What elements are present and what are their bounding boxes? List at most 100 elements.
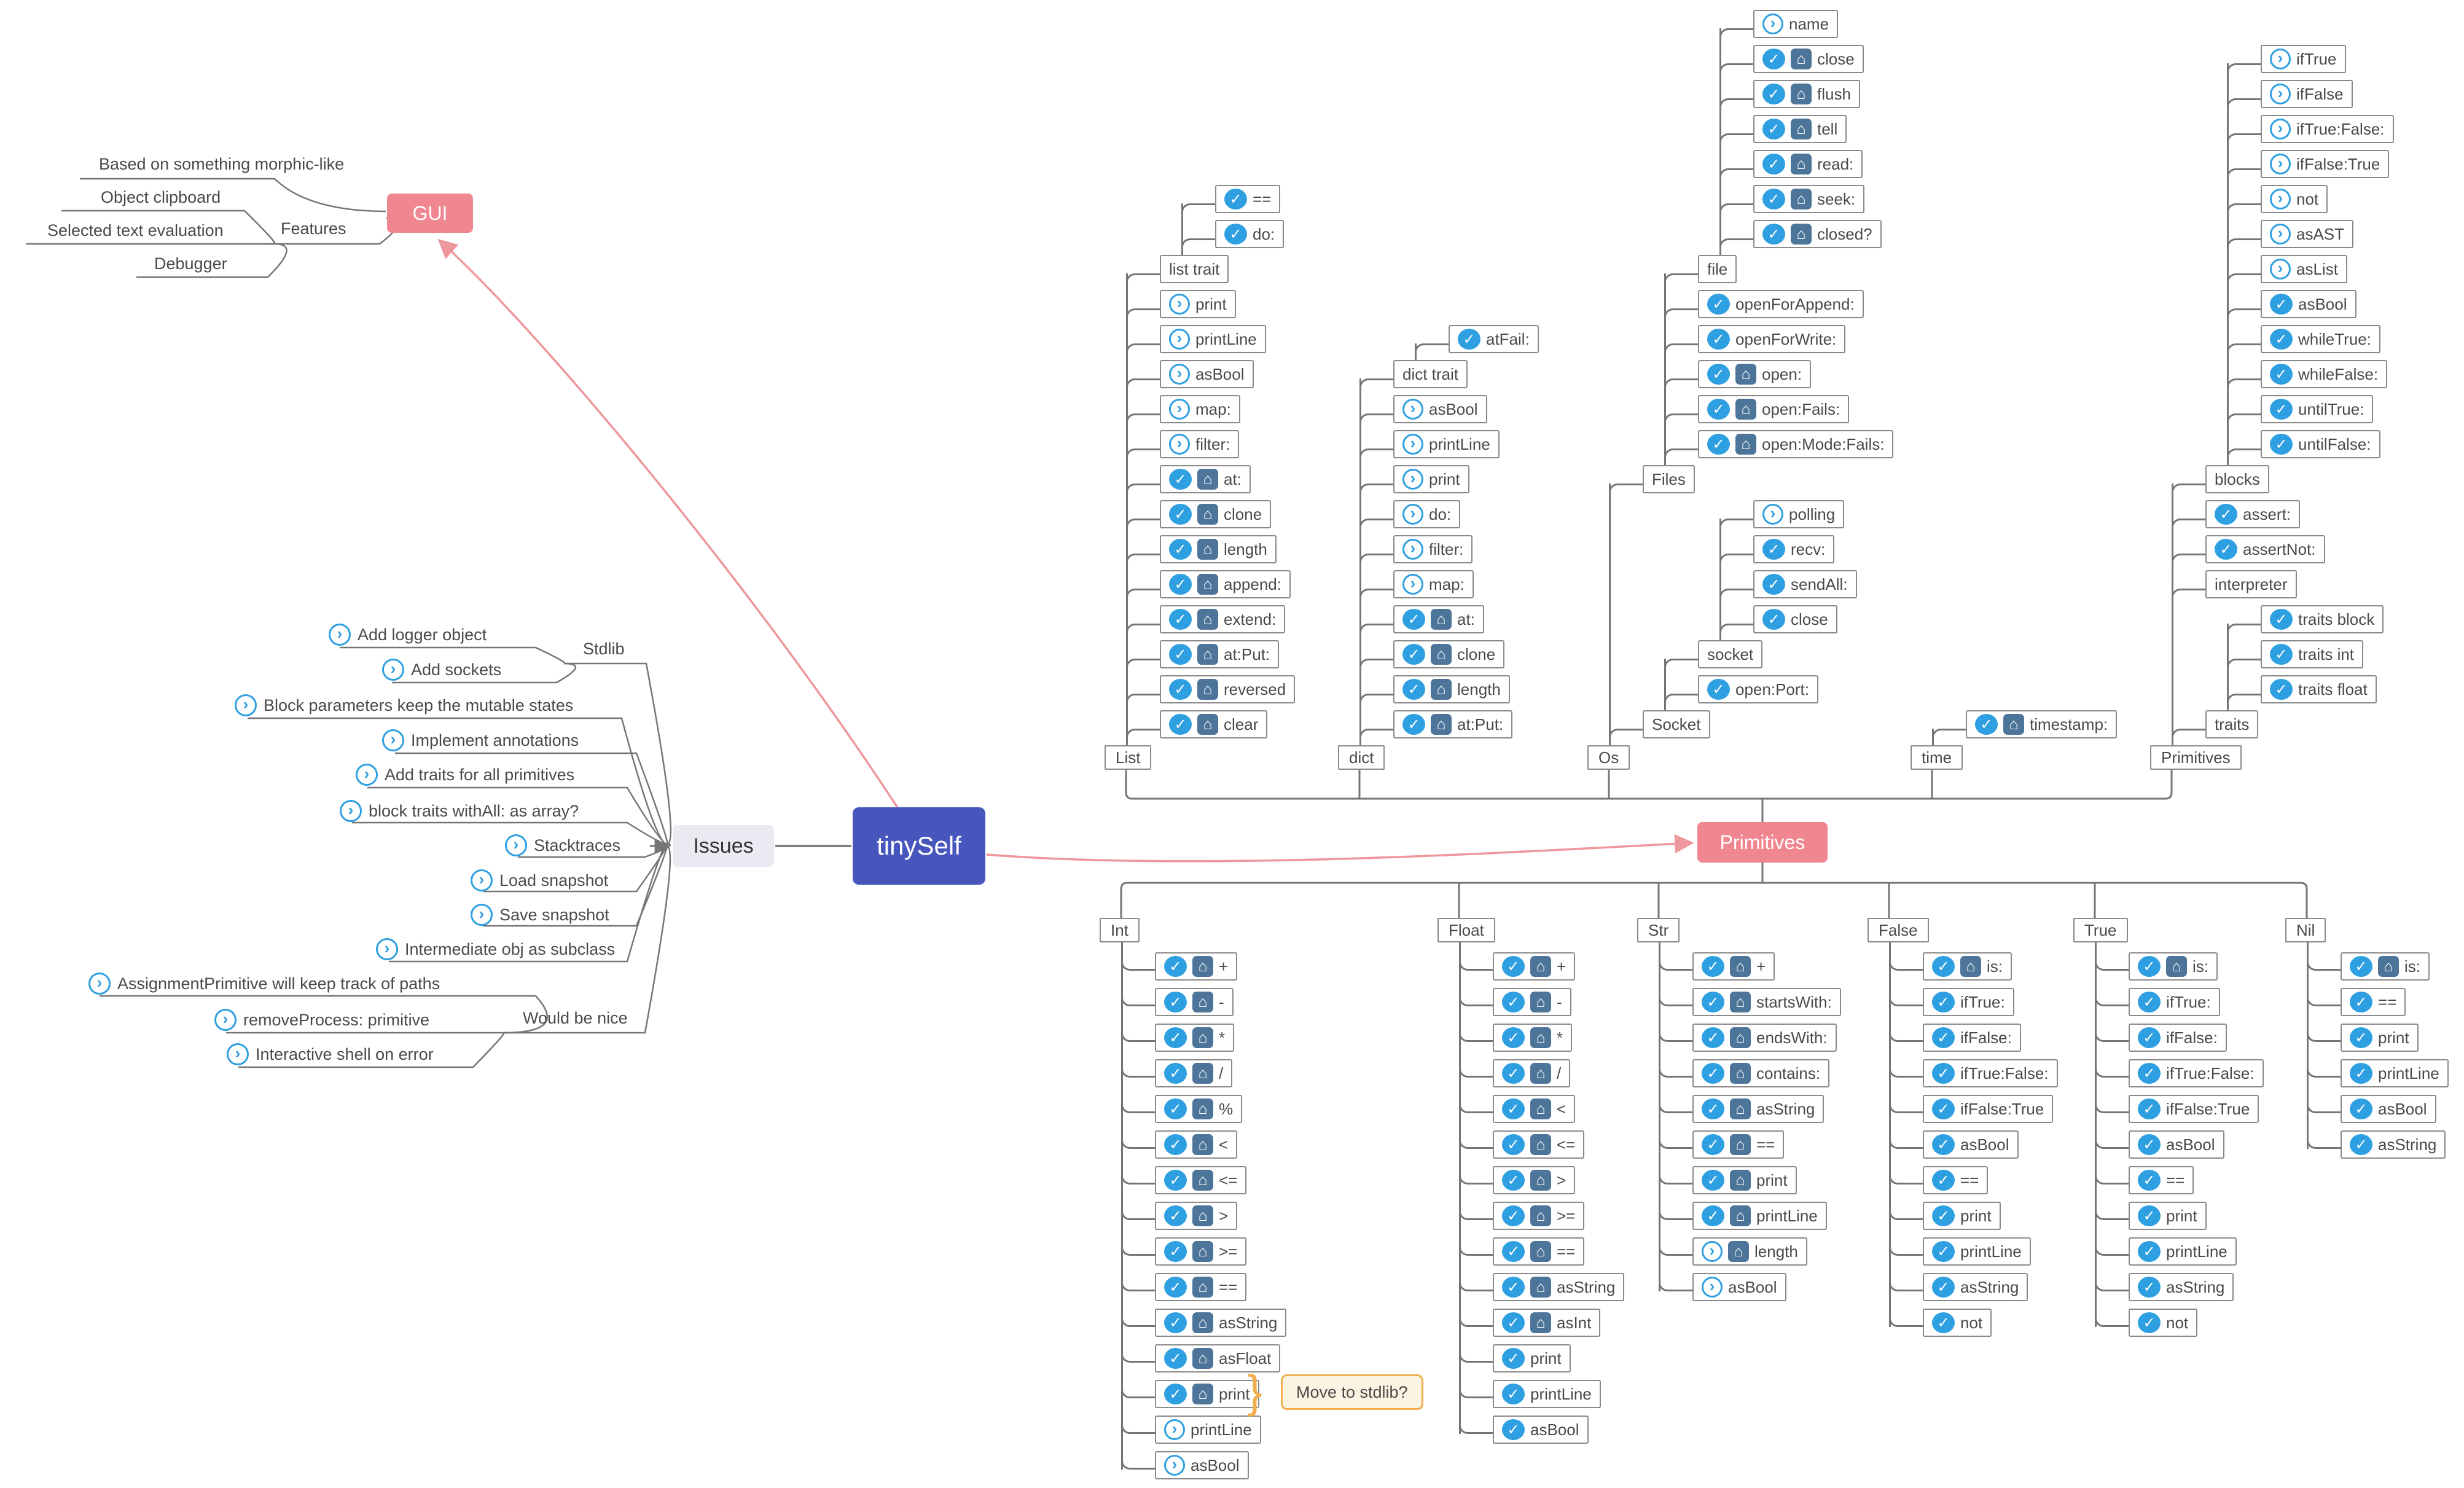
tree-item[interactable]: ›asBool <box>1155 1451 1249 1479</box>
tree-item[interactable]: ✓⌂> <box>1155 1202 1238 1230</box>
tree-item[interactable]: ✓⌂- <box>1155 988 1234 1016</box>
tree-item[interactable]: ✓⌂printLine <box>1692 1202 1827 1230</box>
tree-item[interactable]: ✓untilFalse: <box>2261 430 2380 458</box>
gui-node[interactable]: GUI <box>387 194 473 233</box>
tree-item[interactable]: ✓⌂asString <box>1692 1095 1825 1123</box>
tree-item[interactable]: ✓⌂== <box>1493 1237 1585 1266</box>
tree-item[interactable]: ✓whileTrue: <box>2261 325 2380 353</box>
tree-item[interactable]: ✓traits block <box>2261 605 2384 633</box>
tree-item[interactable]: ✓⌂startsWith: <box>1692 988 1841 1016</box>
tree-item[interactable]: ✓⌂is: <box>2129 952 2218 981</box>
tree-item[interactable]: ✓⌂/ <box>1493 1059 1571 1087</box>
tree-item[interactable]: ✓ifFalse:True <box>2129 1095 2259 1123</box>
tree-node[interactable]: Primitives <box>2150 745 2242 770</box>
issues-item[interactable]: ›Stacktraces <box>505 834 620 856</box>
tree-item[interactable]: ✓⌂extend: <box>1160 605 1286 633</box>
tree-item[interactable]: ✓⌂is: <box>2341 952 2430 981</box>
issues-item[interactable]: ›Add logger object <box>329 624 487 646</box>
tree-item[interactable]: ✓⌂is: <box>1923 952 2012 981</box>
tree-item[interactable]: ✓⌂open:Mode:Fails: <box>1698 430 1894 458</box>
gui-feature-item[interactable]: Based on something morphic-like <box>99 155 344 174</box>
issues-item[interactable]: ›Implement annotations <box>382 729 579 751</box>
issues-item[interactable]: ›Block parameters keep the mutable state… <box>235 694 573 716</box>
tree-item[interactable]: ✓⌂clone <box>1393 640 1505 668</box>
tree-item[interactable]: ✓⌂at:Put: <box>1160 640 1280 668</box>
tree-item[interactable]: ✓printLine <box>2341 1059 2449 1087</box>
tree-item[interactable]: ✓assertNot: <box>2205 535 2325 563</box>
tree-item[interactable]: ✓⌂* <box>1155 1024 1235 1052</box>
tree-item[interactable]: ✓atFail: <box>1449 325 1539 353</box>
tree-item[interactable]: ✓⌂<= <box>1493 1130 1585 1159</box>
tree-item[interactable]: ✓⌂read: <box>1753 150 1863 178</box>
tree-item[interactable]: ✓openForWrite: <box>1698 325 1846 353</box>
tree-node[interactable]: False <box>1868 918 1929 942</box>
tree-item[interactable]: ✓== <box>1923 1166 1989 1194</box>
issues-item[interactable]: ›Add sockets <box>382 659 501 681</box>
tree-item[interactable]: ✓⌂== <box>1155 1273 1247 1301</box>
tree-item[interactable]: ✓traits int <box>2261 640 2364 668</box>
issues-item[interactable]: ›Intermediate obj as subclass <box>376 938 615 960</box>
tree-item[interactable]: interpreter <box>2205 570 2297 598</box>
tree-node[interactable]: True <box>2073 918 2128 942</box>
tree-item[interactable]: ✓ifFalse: <box>2129 1024 2227 1052</box>
tree-item[interactable]: ✓print <box>2129 1202 2207 1230</box>
tree-item[interactable]: ✓⌂length <box>1160 535 1277 563</box>
tree-item[interactable]: ✓⌂open: <box>1698 360 1812 388</box>
tree-node[interactable]: Nil <box>2285 918 2326 942</box>
tree-item[interactable]: file <box>1698 255 1737 283</box>
tree-item[interactable]: ✓ifFalse: <box>1923 1024 2021 1052</box>
tree-item[interactable]: ✓not <box>2129 1309 2198 1337</box>
tree-item[interactable]: ›asBool <box>1393 395 1487 423</box>
tree-item[interactable]: ✓asString <box>2341 1130 2446 1159</box>
tree-item[interactable]: ✓⌂open:Fails: <box>1698 395 1850 423</box>
tree-item[interactable]: ✓asBool <box>2341 1095 2436 1123</box>
tree-item[interactable]: ✓open:Port: <box>1698 675 1818 703</box>
tree-item[interactable]: ✓recv: <box>1753 535 1835 563</box>
tree-item[interactable]: ✓⌂<= <box>1155 1166 1247 1194</box>
tree-item[interactable]: ✓⌂endsWith: <box>1692 1024 1837 1052</box>
primitives-hub-node[interactable]: Primitives <box>1697 822 1828 863</box>
tree-item[interactable]: ✓printLine <box>1923 1237 2031 1266</box>
tree-item[interactable]: ›asAST <box>2261 220 2354 248</box>
tree-node[interactable]: Int <box>1100 918 1140 942</box>
tree-item[interactable]: ✓printLine <box>1493 1380 1601 1408</box>
tree-item[interactable]: ›map: <box>1393 570 1474 598</box>
tree-item[interactable]: ✓print <box>2341 1024 2419 1052</box>
issues-item[interactable]: ›Load snapshot <box>471 869 608 891</box>
tree-item[interactable]: ✓== <box>2129 1166 2194 1194</box>
tree-item[interactable]: ›printLine <box>1393 430 1500 458</box>
tree-item[interactable]: ✓asString <box>1923 1273 2028 1301</box>
tree-item[interactable]: ✓⌂close <box>1753 45 1864 73</box>
tree-item[interactable]: ›ifTrue:False: <box>2261 115 2394 143</box>
tree-item[interactable]: ›map: <box>1160 395 1240 423</box>
tree-item[interactable]: ✓asBool <box>2261 290 2356 318</box>
tree-item[interactable]: dict trait <box>1393 360 1468 388</box>
tree-item[interactable]: ✓⌂* <box>1493 1024 1573 1052</box>
tree-item[interactable]: ›printLine <box>1155 1416 1261 1444</box>
tree-item[interactable]: ✓⌂contains: <box>1692 1059 1830 1087</box>
tree-item[interactable]: ✓⌂closed? <box>1753 220 1882 248</box>
tree-item[interactable]: ✓close <box>1753 605 1837 633</box>
tree-item[interactable]: ✓⌂at: <box>1393 605 1484 633</box>
tree-node[interactable]: time <box>1911 745 1963 770</box>
tree-item[interactable]: ✓⌂reversed <box>1160 675 1296 703</box>
tree-item[interactable]: ›asBool <box>1692 1273 1786 1301</box>
tree-item[interactable]: ✓assert: <box>2205 500 2301 528</box>
tree-item[interactable]: ›not <box>2261 185 2328 213</box>
tree-item[interactable]: ›filter: <box>1160 430 1240 458</box>
tree-item[interactable]: ›print <box>1393 465 1469 493</box>
tree-item[interactable]: ✓⌂+ <box>1493 952 1576 981</box>
tree-item[interactable]: blocks <box>2205 465 2269 493</box>
tree-item[interactable]: ›⌂length <box>1692 1237 1807 1266</box>
tree-item[interactable]: ✓⌂seek: <box>1753 185 1865 213</box>
tree-item[interactable]: ✓⌂< <box>1155 1130 1238 1159</box>
tree-item[interactable]: ›print <box>1160 290 1236 318</box>
gui-feature-item[interactable]: Selected text evaluation <box>47 221 224 240</box>
tree-item[interactable]: ✓⌂/ <box>1155 1059 1233 1087</box>
tree-item[interactable]: ✓⌂>= <box>1155 1237 1247 1266</box>
tree-item[interactable]: ✓openForAppend: <box>1698 290 1864 318</box>
tree-item[interactable]: ›filter: <box>1393 535 1473 563</box>
issues-item[interactable]: ›block traits withAll: as array? <box>340 800 579 822</box>
tree-item[interactable]: ›name <box>1753 10 1839 38</box>
issues-item[interactable]: ›AssignmentPrimitive will keep track of … <box>88 973 440 995</box>
